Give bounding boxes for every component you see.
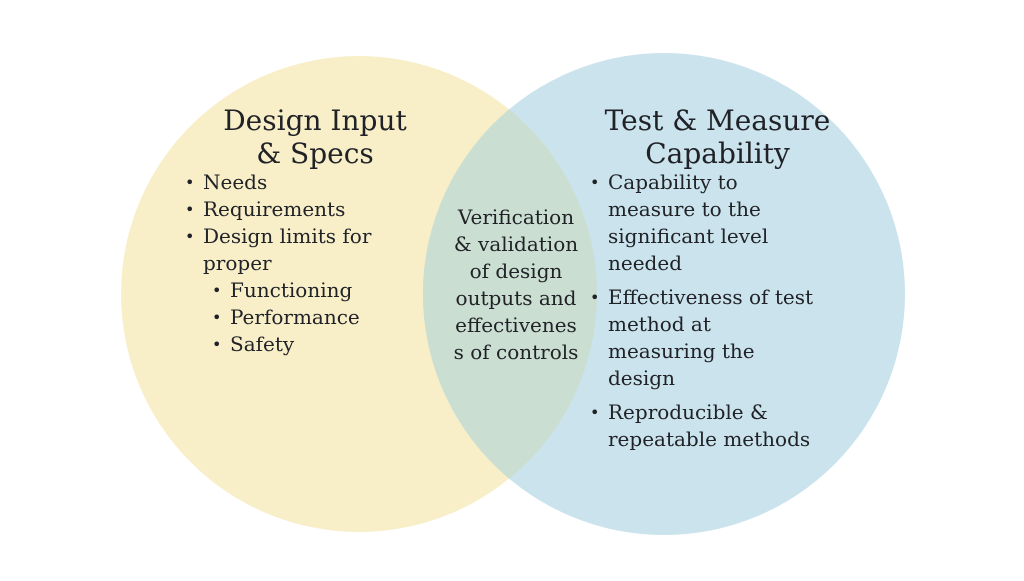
list-item: • Capability to measure to the significa… [590,169,830,277]
list-item: • Functioning [185,277,400,304]
bullet: • [590,173,600,192]
list-item: • Requirements [185,196,400,223]
bullet: • [212,335,222,354]
bullet: • [185,227,195,246]
overlap-lens-shape [422,109,598,479]
bullet: • [185,200,195,219]
list-item-text: Effectiveness of test method at measurin… [608,285,813,390]
list-item-text: Functioning [230,278,353,302]
bullet: • [590,403,600,422]
list-item: • Design limits for proper [185,223,400,277]
list-item: • Reproducible & repeatable methods [590,399,830,453]
bullet: • [185,173,195,192]
right-circle-list: • Capability to measure to the significa… [590,169,830,460]
list-item-text: Performance [230,305,360,329]
list-item-text: Needs [203,170,268,194]
list-item: • Needs [185,169,400,196]
list-item: • Safety [185,331,400,358]
left-circle-list: • Needs • Requirements • Design limits f… [185,169,400,358]
list-item-text: Safety [230,332,295,356]
list-item: • Performance [185,304,400,331]
bullet: • [590,288,600,307]
list-item-text: Requirements [203,197,346,221]
bullet: • [212,281,222,300]
list-item-text: Capability to measure to the significant… [608,170,769,275]
list-item-text: Design limits for proper [203,224,372,275]
left-circle-title: Design Input & Specs [223,104,407,170]
bullet: • [212,308,222,327]
list-item: • Effectiveness of test method at measur… [590,284,830,392]
list-item-text: Reproducible & repeatable methods [608,400,811,451]
overlap-text: Verification & validation of design outp… [453,205,579,364]
right-circle-title: Test & Measure Capability [604,104,831,170]
